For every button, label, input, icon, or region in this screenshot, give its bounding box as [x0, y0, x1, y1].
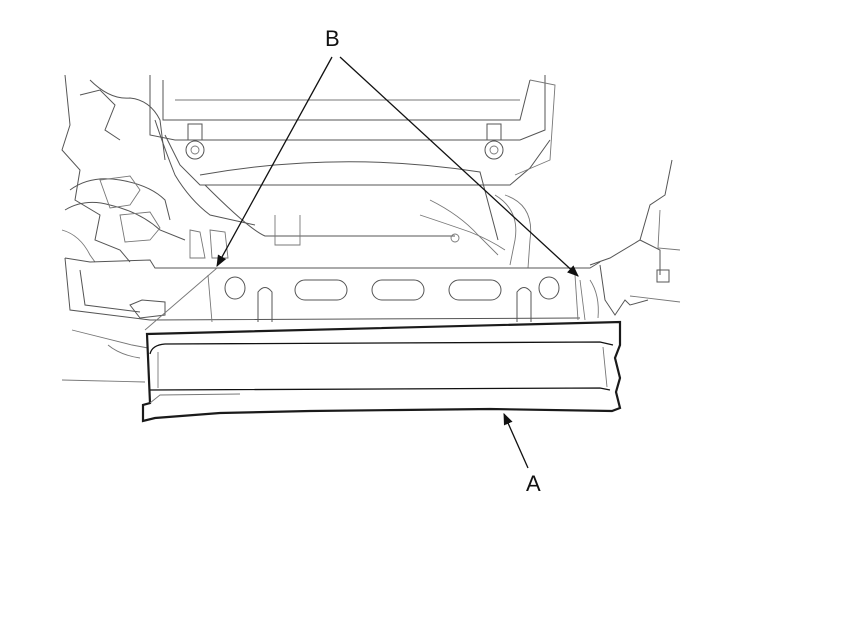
callout-label-a: A — [526, 471, 541, 496]
background-components — [61, 74, 681, 383]
callout-label-b: B — [325, 26, 340, 51]
callout-a-leader — [503, 412, 529, 469]
lower-panel-part-a — [141, 320, 622, 423]
callout-b-leaders — [144, 56, 586, 331]
